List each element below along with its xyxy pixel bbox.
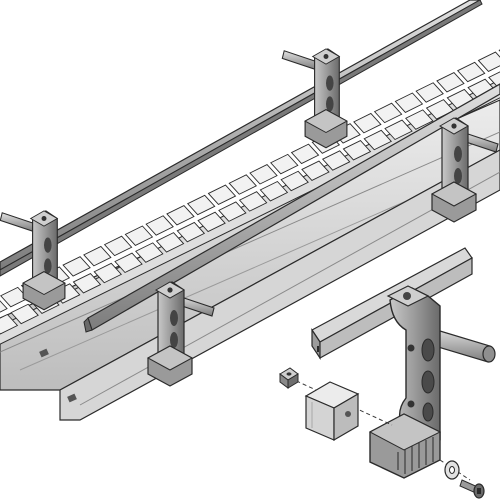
chain-slat (488, 71, 500, 89)
chain-slat (436, 71, 465, 93)
guide-rail-lower (83, 83, 500, 333)
chain-slat (10, 303, 39, 325)
support-brackets (0, 48, 499, 387)
chain-slat (207, 184, 237, 206)
chain-slat (218, 201, 247, 222)
chain-slat (176, 221, 206, 243)
bracket-foot-top (146, 345, 194, 371)
chain-slat (145, 215, 174, 236)
support-bracket (146, 281, 215, 387)
bracket-cutout (326, 96, 334, 112)
chain-slat (62, 256, 91, 277)
chain-slat (353, 112, 382, 134)
chain-slat (83, 245, 112, 267)
bracket-cutout (44, 258, 52, 274)
chain-slat (384, 119, 413, 141)
support-bracket (0, 210, 66, 311)
chain-slat (415, 82, 444, 103)
bracket-cutout (44, 237, 52, 253)
chain-slat (135, 242, 164, 263)
chain-slat (321, 150, 351, 171)
washer (444, 460, 460, 480)
foot-grip-ribs (397, 437, 434, 474)
bracket-hole (451, 123, 457, 129)
bracket-foot-top (22, 271, 66, 296)
detail-support-bracket (368, 285, 496, 479)
chain-slat (373, 102, 403, 124)
bracket-cutout (454, 168, 462, 184)
bracket-hole (41, 216, 47, 221)
bracket-cutout (454, 146, 462, 162)
chain-slat (394, 92, 424, 113)
bracket-hole (167, 287, 173, 293)
chain-slat (363, 129, 392, 151)
bracket-cutout (170, 332, 178, 348)
bracket-foot-top (304, 109, 348, 134)
chain-slat (186, 194, 216, 216)
chain-slat (238, 191, 268, 212)
chain-slat (477, 51, 500, 73)
chain-slat (114, 252, 143, 274)
chain-slat (405, 109, 434, 130)
support-bracket (430, 117, 499, 223)
chain-slat (249, 164, 278, 185)
chain-slat (342, 140, 372, 161)
chain-slat (155, 232, 185, 253)
chain-slat (290, 143, 320, 165)
chain-slat (259, 180, 289, 202)
bracket-pin (281, 50, 320, 71)
chain-slat (0, 300, 8, 313)
chain-slat (301, 160, 330, 181)
bracket-cutout (170, 310, 178, 326)
slat-conveyor-chain (0, 49, 500, 345)
chain-slat (124, 225, 154, 246)
chain-slat (228, 174, 257, 195)
screw (459, 479, 485, 499)
chain-slat (280, 170, 309, 192)
bracket-hole (323, 54, 329, 59)
bracket-pin (0, 212, 38, 233)
chain-slat (0, 313, 19, 335)
chain-slat (103, 235, 133, 257)
support-bracket (281, 48, 348, 149)
chain-slat (72, 273, 102, 294)
bracket-cutout (326, 75, 334, 91)
square-nut (279, 367, 299, 389)
chain-slat (166, 204, 195, 226)
clamp-block (304, 381, 360, 442)
chain-slat (456, 61, 486, 83)
chain-slat (93, 262, 122, 284)
chain-slat (197, 211, 226, 233)
frame-slot-holes (39, 348, 77, 403)
bracket-foot-top (430, 181, 478, 207)
chain-slat (270, 153, 299, 175)
